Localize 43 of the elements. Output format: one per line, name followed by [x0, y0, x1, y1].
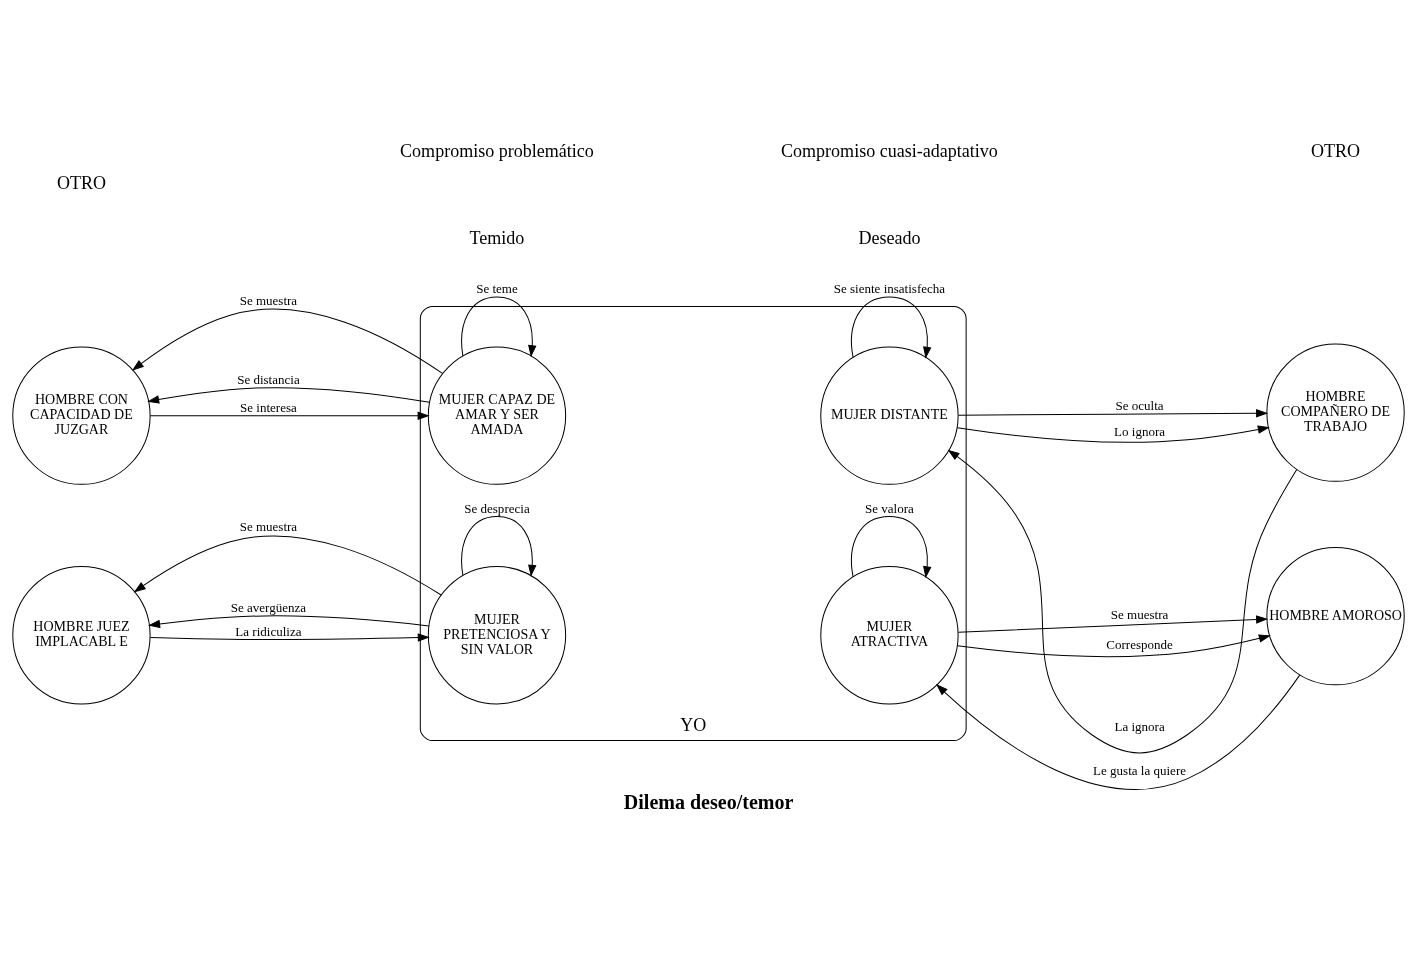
arrow	[149, 633, 429, 642]
arrow	[957, 615, 1268, 633]
arrow	[851, 515, 932, 578]
arrow	[957, 409, 1268, 418]
edge-label: Se muestra	[1110, 606, 1169, 622]
label: OTRO	[56, 172, 106, 193]
label: Temido	[469, 227, 525, 248]
arrow	[461, 296, 537, 357]
label: OTRO	[1311, 141, 1361, 162]
edge-label: Se valora	[865, 500, 914, 516]
edge-label: Se muestra	[239, 519, 298, 535]
arrow	[148, 387, 430, 404]
edge-label: Se siente insatisfecha	[833, 281, 946, 297]
edge-label: Se oculta	[1115, 398, 1164, 414]
arrow	[132, 308, 443, 374]
arrow	[149, 615, 430, 628]
arrow	[851, 296, 932, 358]
caption: Dilema deseo/temor	[623, 790, 794, 813]
arrow	[461, 515, 537, 576]
edge-label: Se distancia	[237, 372, 300, 388]
arrow	[956, 634, 1270, 658]
edge-label: Le gusta la quiere	[1093, 762, 1187, 778]
node-circle: HOMBRE JUEZ IMPLACABL E	[12, 566, 151, 705]
arrow	[956, 425, 1269, 443]
edge-label: Se avergüenza	[230, 599, 307, 615]
edge-label: La ridiculiza	[235, 623, 302, 639]
edge-label: La ignora	[1114, 718, 1165, 734]
edge-label: Se teme	[476, 281, 518, 297]
node-circle: HOMBRE COMPAÑERO DE TRABAJO	[1266, 343, 1405, 482]
arrow	[936, 674, 1301, 790]
arrow	[149, 411, 429, 420]
edge-label: Se interesa	[240, 400, 297, 416]
node-circle: HOMBRE CON CAPACIDAD DE JUZGAR	[12, 346, 151, 485]
edge-label: Corresponde	[1106, 636, 1173, 652]
arrow	[948, 450, 1298, 754]
arrow	[134, 535, 442, 596]
label: Deseado	[858, 227, 921, 248]
edge-label: Se muestra	[239, 292, 298, 308]
label: Compromiso problemático	[400, 141, 594, 162]
edge-label: Lo ignora	[1114, 424, 1166, 440]
edge-label: Se desprecia	[464, 500, 530, 516]
label: Compromiso cuasi-adaptativo	[781, 141, 998, 162]
node-circle: HOMBRE AMOROSO	[1266, 547, 1405, 686]
